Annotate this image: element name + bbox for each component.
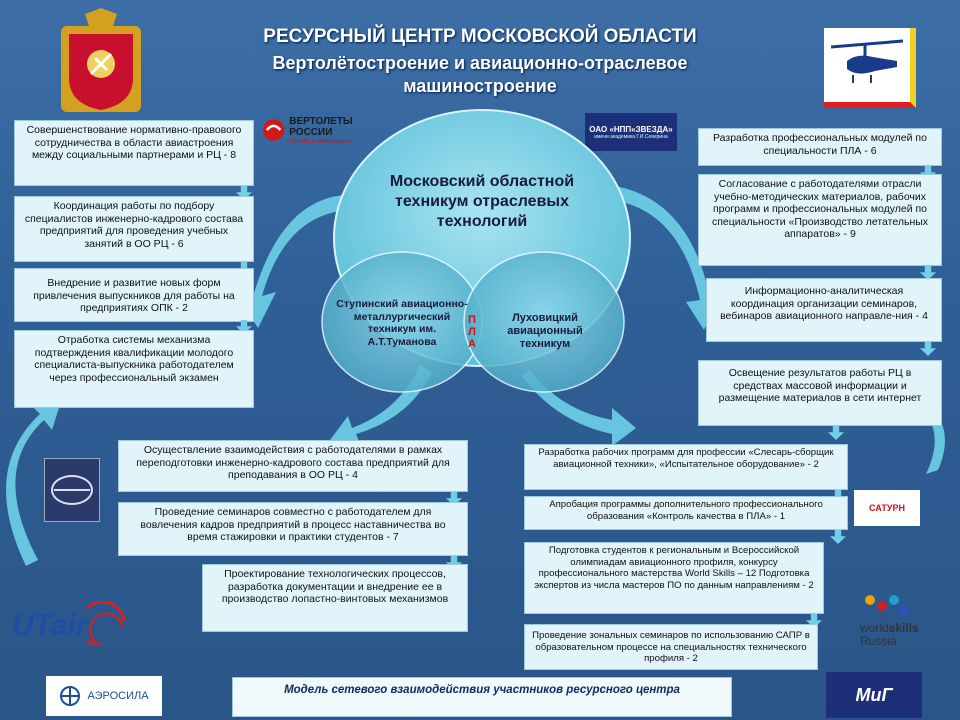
- mid-left-box-3: Проектирование технологических процессов…: [202, 564, 468, 632]
- page-subtitle: Вертолётостроение и авиационно-отраслево…: [150, 52, 810, 98]
- worldskills-mark-icon: [865, 595, 909, 615]
- right-box-1: Разработка профессиональных модулей по с…: [698, 128, 942, 166]
- moscow-oblast-emblem: [55, 8, 147, 116]
- mid-right-box-1: Разработка рабочих программ для професси…: [524, 444, 848, 490]
- vertolety-rossii-logo: ВЕРТОЛЕТЫ РОССИИ Опыт и инновации: [262, 112, 380, 148]
- zvezda-tagline: имени академика Г.И.Северина: [594, 133, 668, 140]
- mil-emblem-logo: [44, 458, 100, 522]
- aerosila-emblem-icon: [60, 686, 81, 706]
- footer-caption: Модель сетевого взаимодействия участнико…: [284, 684, 680, 696]
- mid-right-box-4: Проведение зональных семинаров по исполь…: [524, 624, 818, 670]
- right-box-3: Информационно-аналитическая координация …: [706, 278, 942, 342]
- saturn-name: САТУРН: [869, 503, 905, 513]
- mig-name: МиГ: [855, 684, 893, 705]
- left-box-3: Внедрение и развитие новых форм привлече…: [14, 268, 254, 322]
- zvezda-name: ОАО «НПП«ЗВЕЗДА»: [589, 124, 673, 134]
- worldskills-logo: worldskills Russia: [860, 582, 950, 658]
- mid-right-box-3: Подготовка студентов к региональным и Вс…: [524, 542, 824, 614]
- zvezda-logo: ОАО «НПП«ЗВЕЗДА» имени академика Г.И.Сев…: [585, 113, 677, 151]
- left-box-2: Координация работы по подбору специалист…: [14, 196, 254, 262]
- right-box-4: Освещение результатов работы РЦ в средст…: [698, 360, 942, 426]
- helicopter-logo: [824, 28, 916, 108]
- subtitle-line-1: Вертолётостроение и авиационно-отраслево…: [272, 53, 688, 73]
- mil-emblem-icon: [51, 475, 93, 505]
- mid-left-box-1: Осуществление взаимодействия с работодат…: [118, 440, 468, 492]
- right-college-label: Луховицкий авиационный техникум: [507, 312, 583, 350]
- pla-label: П Л А: [466, 314, 478, 350]
- left-box-4: Отработка системы механизма подтверждени…: [14, 330, 254, 408]
- mid-right-box-2: Апробация программы дополнительного проф…: [524, 496, 848, 530]
- worldskills-word-3: Russia: [860, 634, 897, 648]
- footer-caption-box: Модель сетевого взаимодействия участнико…: [232, 677, 732, 717]
- pla-letter: П: [468, 314, 476, 326]
- right-box-2: Согласование с работодателями отрасли уч…: [698, 174, 942, 266]
- utair-name: UTair: [12, 609, 88, 642]
- worldskills-word-1: world: [860, 621, 889, 635]
- mig-logo: МиГ: [826, 672, 922, 718]
- aerosila-name: АЭРОСИЛА: [87, 690, 149, 702]
- saturn-logo: САТУРН: [854, 490, 920, 526]
- left-college-label: Ступинский авиационно-металлургический т…: [336, 298, 468, 348]
- worldskills-word-2: skills: [888, 621, 919, 635]
- right-college-circle: [463, 251, 625, 393]
- aerosila-logo: АЭРОСИЛА: [46, 676, 162, 716]
- pla-letter: Л: [468, 326, 476, 338]
- mid-left-box-2: Проведение семинаров совместно с работод…: [118, 502, 468, 556]
- main-college-label: Московский областной техникум отраслевых…: [389, 173, 575, 230]
- page-title: РЕСУРСНЫЙ ЦЕНТР МОСКОВСКОЙ ОБЛАСТИ: [263, 26, 697, 47]
- vertolety-name: ВЕРТОЛЕТЫ РОССИИ: [289, 115, 353, 138]
- pla-letter: А: [468, 338, 476, 350]
- subtitle-line-2: машиностроение: [403, 76, 557, 96]
- curved-arrow-outer-left: [6, 398, 62, 566]
- left-box-1: Совершенствование нормативно-правового с…: [14, 120, 254, 186]
- vertolety-tagline: Опыт и инновации: [289, 137, 352, 145]
- curved-arrow-bottom-right: [522, 370, 636, 446]
- utair-logo: UTair: [12, 596, 162, 656]
- utair-arc-icon: [87, 601, 126, 647]
- vertolety-emblem-icon: [262, 119, 285, 141]
